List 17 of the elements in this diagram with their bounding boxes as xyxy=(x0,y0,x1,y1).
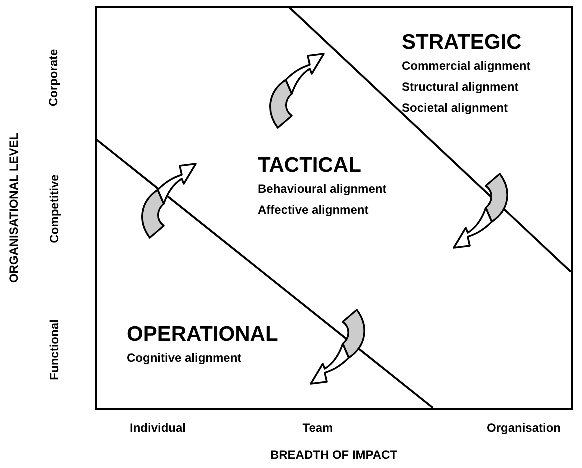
alignment-item: Behavioural alignment xyxy=(258,181,387,198)
alignment-item: Affective alignment xyxy=(258,202,370,219)
axis-tick-label: Competitive xyxy=(46,174,62,244)
axis-tick-label: Team xyxy=(302,420,334,437)
axis-tick-label: Corporate xyxy=(46,49,62,107)
axis-title: ORGANISATIONAL LEVEL xyxy=(6,132,22,284)
alignment-item: Societal alignment xyxy=(402,100,510,117)
alignment-item: Structural alignment xyxy=(402,79,520,96)
axis-title: BREADTH OF IMPACT xyxy=(270,447,398,464)
alignment-item: Cognitive alignment xyxy=(127,350,243,367)
zone-heading: OPERATIONAL xyxy=(127,322,278,348)
zone-heading: TACTICAL xyxy=(258,153,362,179)
zone-heading: STRATEGIC xyxy=(402,30,523,56)
axis-tick-label: Individual xyxy=(130,420,186,437)
axis-tick-label: Functional xyxy=(46,320,62,380)
alignment-item: Commercial alignment xyxy=(402,58,531,75)
axis-tick-label: Organisation xyxy=(487,420,562,437)
